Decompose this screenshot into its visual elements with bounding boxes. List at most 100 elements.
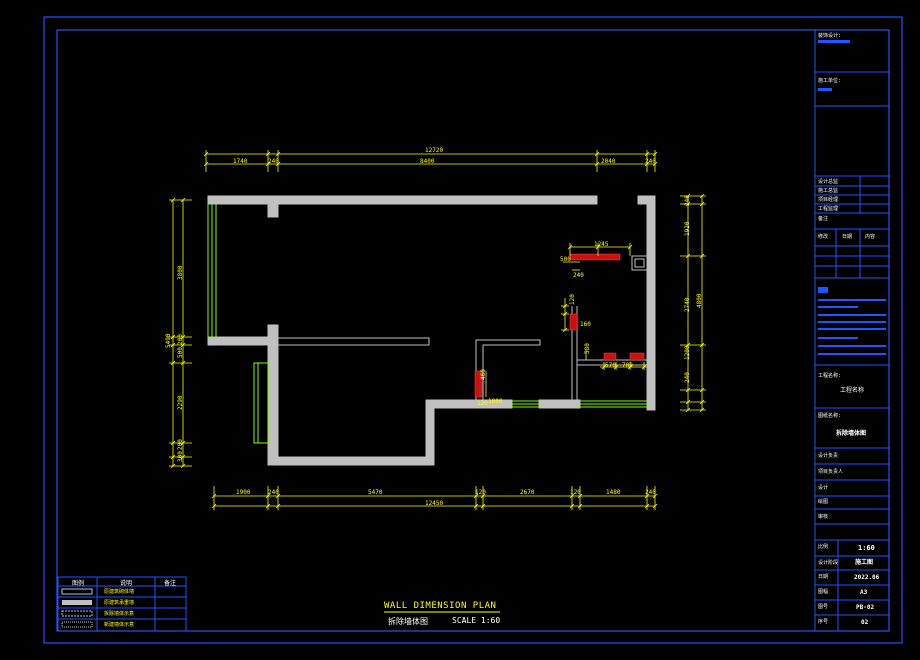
windows <box>207 204 647 444</box>
wall-right <box>646 195 656 411</box>
project-name: 工程名称 <box>840 387 865 394</box>
dimension-label: 500 <box>560 256 571 263</box>
dimension-label: 1245 <box>594 241 609 248</box>
dimension-label: 240 <box>684 372 691 383</box>
seq-label: 序号 <box>818 619 829 625</box>
dimension-tick <box>652 493 658 499</box>
dimension-label: 200 <box>177 439 184 450</box>
dimension-tick <box>170 360 176 366</box>
dimension-label: 580 <box>584 343 591 354</box>
size-value: A3 <box>860 589 868 596</box>
scale-label: 比例 <box>818 544 829 550</box>
dimension-tick <box>275 161 281 167</box>
dimension-label: 1200 <box>684 345 691 360</box>
dimension-tick <box>275 503 281 509</box>
revision-col-1: 修改 <box>818 234 829 240</box>
dimension-label: 5470 <box>368 489 383 496</box>
revision-col-3: 内容 <box>865 234 876 240</box>
dimension-label: 120 <box>477 400 488 407</box>
dimension-label: 500 <box>177 347 184 358</box>
dimension-label: 300 <box>177 451 184 462</box>
dimension-tick <box>699 342 705 348</box>
dimension-label: 160 <box>580 321 591 328</box>
dimension-tick <box>170 454 176 460</box>
plan-title: WALL DIMENSION PLAN <box>384 601 497 611</box>
approval-2: 施工总监 <box>818 188 839 194</box>
dimension-tick <box>180 197 186 203</box>
legend-row: 原建筑承重墙 <box>104 600 135 606</box>
dimension-tick <box>699 201 705 207</box>
dimension-tick <box>170 463 176 469</box>
dimension-tick <box>685 387 691 393</box>
dimension-label: 8400 <box>420 158 435 165</box>
dimension-tick <box>652 151 658 157</box>
notes-label: 备注 <box>818 216 829 222</box>
approval-4: 工程监理 <box>818 206 839 212</box>
dimension-tick <box>627 364 633 370</box>
dimension-tick <box>480 503 486 509</box>
dimension-label: 200 <box>177 334 184 345</box>
dimension-tick <box>203 161 209 167</box>
dimension-tick <box>627 244 633 250</box>
dimension-tick <box>265 161 271 167</box>
dimension-tick <box>594 151 600 157</box>
phase-label: 设计阶段 <box>818 560 839 566</box>
dimension-tick <box>685 399 691 405</box>
plan-scale: SCALE 1:60 <box>452 616 501 625</box>
dimension-label: 12450 <box>425 500 444 507</box>
dimension-label: 240 <box>645 158 656 165</box>
dimension-tick <box>562 311 568 317</box>
dimension-label: 240 <box>268 489 279 496</box>
dimension-label: 12720 <box>425 147 444 154</box>
title-block <box>814 30 889 631</box>
designer-label: 设计负责 <box>818 453 839 459</box>
size-label: 图幅 <box>818 589 829 595</box>
dimension-tick <box>170 440 176 446</box>
dimension-label: 2290 <box>177 395 184 410</box>
legend-swatches <box>61 588 93 628</box>
dimension-tick <box>265 493 271 499</box>
dimension-tick <box>180 440 186 446</box>
dimension-tick <box>265 151 271 157</box>
dimension-tick <box>641 364 647 370</box>
dimension-tick <box>265 503 271 509</box>
dimension-label: 700 <box>622 362 633 369</box>
dimension-tick <box>577 493 583 499</box>
wall-mid-stub <box>267 324 279 338</box>
drawn-label: 绘图 <box>818 499 829 505</box>
dimension-tick <box>180 334 186 340</box>
dimension-label: 240 <box>684 195 691 206</box>
dimension-label: 120 <box>570 489 581 496</box>
dimension-label: 120 <box>569 294 576 305</box>
dimension-tick <box>652 161 658 167</box>
dimension-tick <box>180 342 186 348</box>
design-unit-label: 装饰设计: <box>818 33 842 39</box>
dimension-tick <box>685 253 691 259</box>
checker-label: 项目负责人 <box>818 469 844 475</box>
dimension-tick <box>699 193 705 199</box>
scale-value: 1:60 <box>858 544 875 552</box>
drawing-name: 拆除墙体图 <box>836 430 867 437</box>
dimension-tick <box>562 327 568 333</box>
dimension-label: 1480 <box>606 489 621 496</box>
inner-frame <box>56 29 890 632</box>
project-name-label: 工程名称: <box>818 373 842 379</box>
dimension-tick <box>644 161 650 167</box>
phase-value: 施工图 <box>855 559 874 566</box>
dimension-tick <box>594 161 600 167</box>
dimension-tick <box>473 493 479 499</box>
legend-row: 拆除墙体示意 <box>104 611 135 617</box>
wall-top-stub <box>267 203 279 218</box>
legend-header-note: 备注 <box>164 580 177 587</box>
seq-value: 02 <box>861 619 869 626</box>
dimension-tick <box>170 342 176 348</box>
dimension-label: 2740 <box>684 297 691 312</box>
audit-label: 审核 <box>818 514 829 520</box>
dimension-tick <box>699 407 705 413</box>
legend: 图例 说明 备注 原建筑砌体墙 原建筑承重墙 拆除墙体示意 新建墙体示意 <box>58 577 186 631</box>
no-label: 图号 <box>818 604 829 610</box>
dimension-tick <box>644 493 650 499</box>
dimension-label: 3800 <box>177 265 184 280</box>
